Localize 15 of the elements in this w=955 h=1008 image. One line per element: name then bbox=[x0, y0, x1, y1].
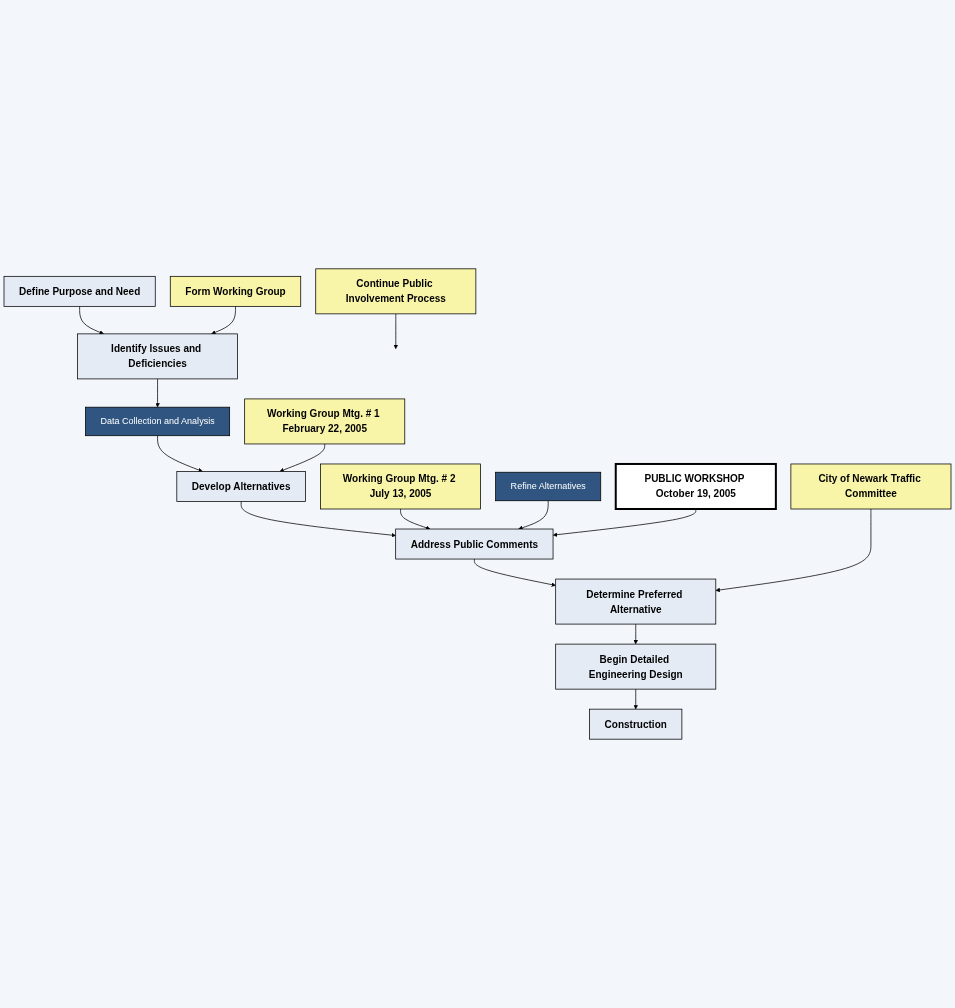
node-box: Develop Alternatives bbox=[176, 471, 306, 502]
node-box: Begin Detailed Engineering Design bbox=[555, 643, 717, 690]
node-box: PUBLIC WORKSHOP October 19, 2005 bbox=[614, 462, 777, 510]
node-box: Form Working Group bbox=[169, 275, 302, 307]
node-box: Working Group Mtg. # 1 February 22, 2005 bbox=[244, 398, 406, 445]
node-box: Data Collection and Analysis bbox=[85, 406, 231, 437]
node-box: Refine Alternatives bbox=[495, 471, 602, 502]
node-box: Identify Issues and Deficiencies bbox=[77, 333, 238, 380]
node-box: Continue Public Involvement Process bbox=[315, 268, 477, 315]
node-box: Determine Preferred Alternative bbox=[555, 578, 717, 625]
node-box: Define Purpose and Need bbox=[3, 275, 156, 307]
node-box: Address Public Comments bbox=[395, 528, 554, 560]
node-box: Working Group Mtg. # 2 July 13, 2005 bbox=[320, 463, 481, 510]
node-box: City of Newark Traffic Committee bbox=[790, 463, 952, 510]
node-box: Construction bbox=[589, 708, 683, 740]
